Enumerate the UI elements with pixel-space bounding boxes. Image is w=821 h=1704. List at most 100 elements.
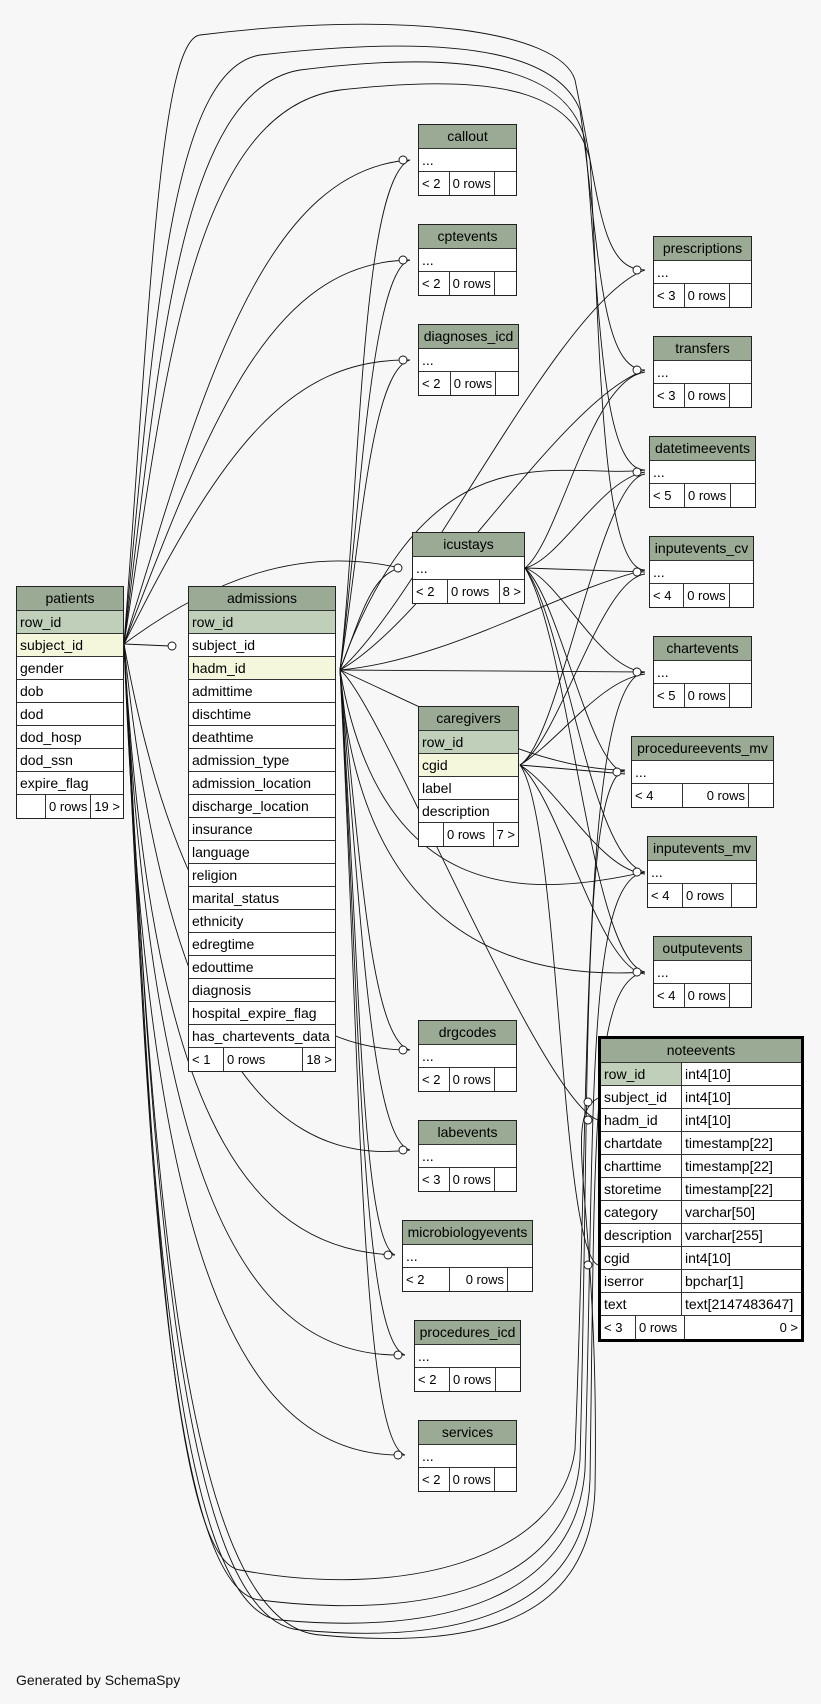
edge-cg-noteevents: [519, 764, 599, 1266]
edge-icu-output: [524, 567, 646, 973]
edge-adm-callout: [339, 159, 411, 671]
column-row: admittime: [189, 680, 335, 703]
table-admissions[interactable]: admissions row_id subject_id hadm_id adm…: [188, 586, 336, 1072]
column-row: ...: [403, 1245, 532, 1268]
edge-adm-services: [339, 669, 406, 1456]
table-title: admissions: [189, 587, 335, 611]
edge-patients-datetime: [123, 61, 646, 645]
edge-cg-chartevents: [519, 673, 646, 766]
column-row: ...: [648, 861, 756, 884]
table-title: procedures_icd: [415, 1321, 520, 1345]
column-row: dod_ssn: [17, 749, 123, 772]
column-row: ...: [415, 1345, 520, 1368]
edge-adm-cptevents: [339, 259, 411, 671]
column-row: hospital_expire_flag: [189, 1002, 335, 1025]
column-row: edouttime: [189, 956, 335, 979]
column-row: expire_flag: [17, 772, 123, 795]
table-title: prescriptions: [654, 237, 751, 261]
column-row: ...: [419, 249, 516, 272]
column-row: discharge_location: [189, 795, 335, 818]
column-row: ...: [419, 1445, 516, 1468]
edge-patients-inputcv: [123, 83, 646, 645]
column-row: ...: [419, 349, 518, 372]
column-row: dod: [17, 703, 123, 726]
edge-patients-prescriptions: [123, 23, 646, 645]
column-row: ...: [654, 261, 751, 284]
column-row: language: [189, 841, 335, 864]
table-title: diagnoses_icd: [419, 325, 518, 349]
column-row: dob: [17, 680, 123, 703]
table-caregivers[interactable]: caregivers row_id cgid label description…: [418, 706, 519, 847]
column-row: cgid: [419, 754, 518, 777]
table-title: noteevents: [601, 1039, 801, 1063]
table-patients[interactable]: patients row_id subject_id gender dob do…: [16, 586, 124, 819]
column-row: subject_id: [189, 634, 335, 657]
edge-icu-inputmv: [524, 567, 646, 873]
edge-adm-micro: [339, 669, 396, 1256]
column-row: deathtime: [189, 726, 335, 749]
edge-patients-admissions: [123, 643, 171, 647]
edge-icu-inputcv: [524, 567, 646, 573]
column-row: subject_id: [17, 634, 123, 657]
table-title: inputevents_cv: [650, 537, 753, 561]
column-row: label: [419, 777, 518, 800]
table-title: labevents: [419, 1121, 516, 1145]
column-row: ...: [654, 661, 751, 684]
column-row: ...: [632, 761, 773, 784]
column-row: religion: [189, 864, 335, 887]
edge-adm-drgcodes: [339, 669, 411, 1051]
table-title: outputevents: [654, 937, 751, 961]
table-title: inputevents_mv: [648, 837, 756, 861]
column-row: ...: [419, 1045, 516, 1068]
column-row: row_id: [17, 611, 123, 634]
table-title: datetimeevents: [650, 437, 755, 461]
edge-icu-chartevents: [524, 567, 646, 673]
edge-icu-transfers: [524, 371, 646, 569]
table-title: icustays: [413, 533, 524, 557]
table-title: patients: [17, 587, 123, 611]
column-row: description: [419, 800, 518, 823]
column-row: ...: [413, 557, 524, 580]
column-row: row_id: [419, 731, 518, 754]
table-title: chartevents: [654, 637, 751, 661]
table-title: transfers: [654, 337, 751, 361]
